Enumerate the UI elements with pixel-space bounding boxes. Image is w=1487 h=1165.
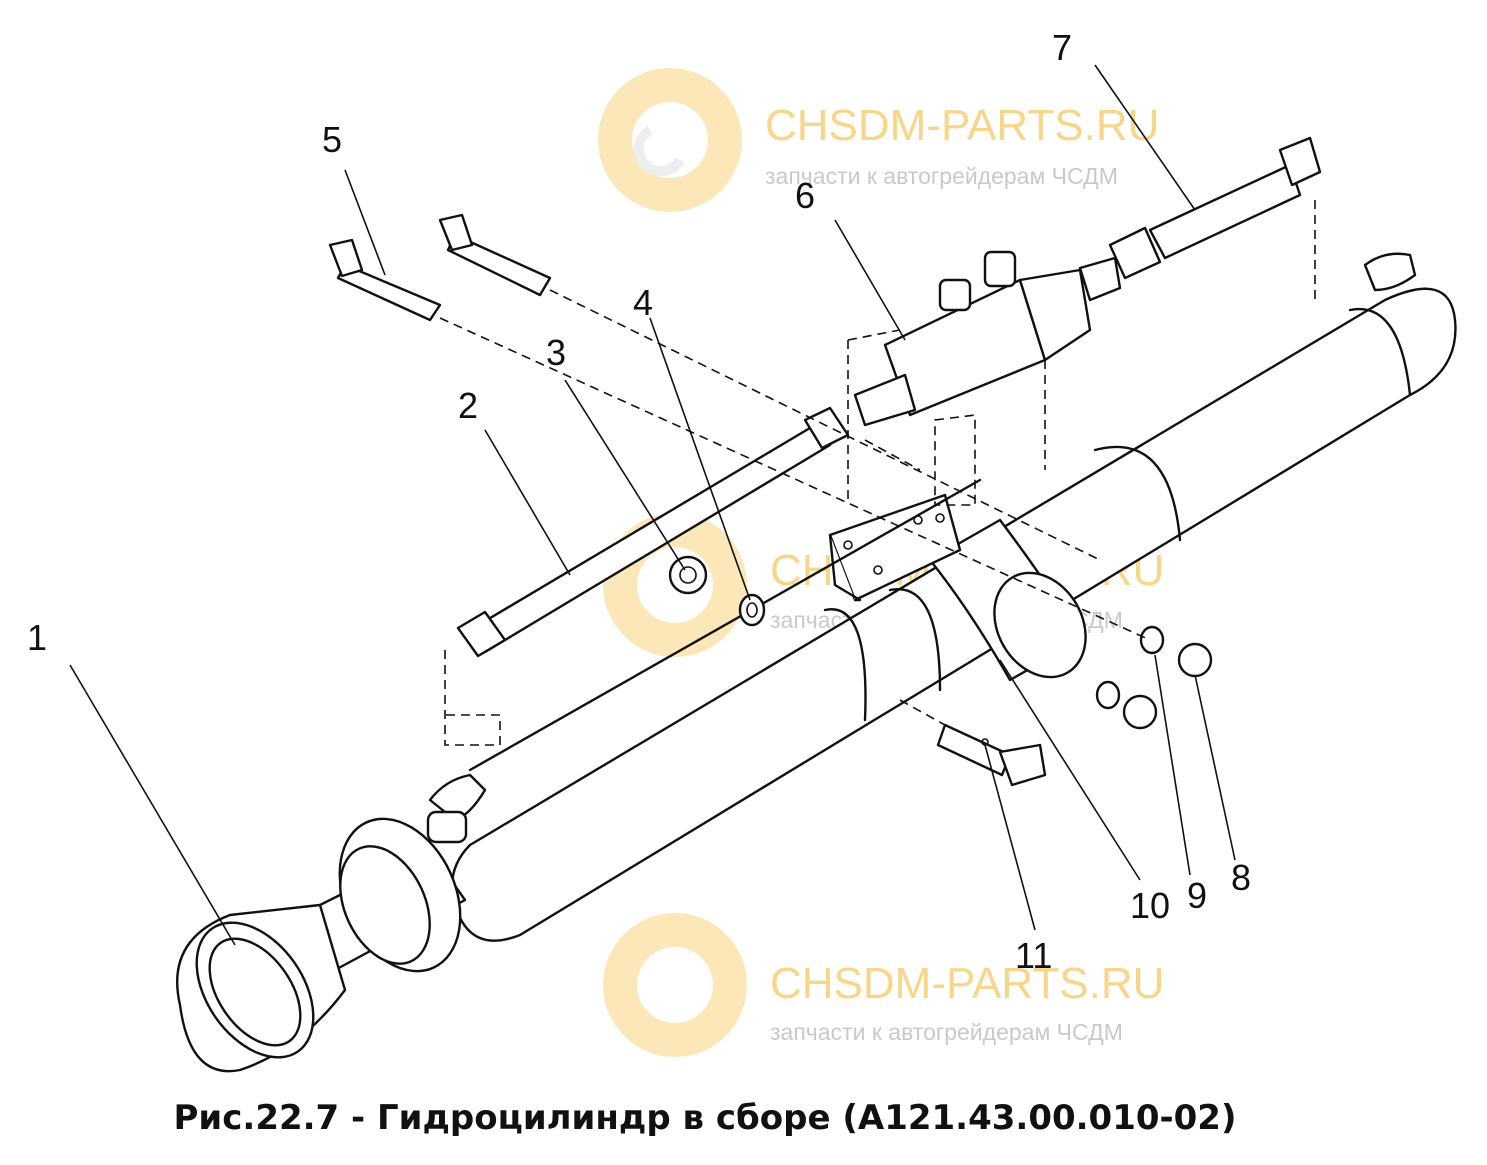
- figure-caption: Рис.22.7 - Гидроцилиндр в сборе (А121.43…: [173, 1098, 1237, 1138]
- tube-2: [456, 406, 982, 772]
- trunnion: [928, 518, 1087, 682]
- nut-3: [668, 555, 708, 595]
- callout-11: 11: [1015, 935, 1052, 976]
- callout-5: 5: [322, 119, 342, 160]
- callout-1: 1: [27, 617, 47, 658]
- callout-2: 2: [458, 385, 478, 426]
- elbow-fitting-rear: [1363, 252, 1417, 292]
- mounting-bracket: [828, 493, 962, 602]
- bolt-5-left: [328, 238, 442, 322]
- callout-7: 7: [1052, 27, 1072, 68]
- washer-9: [1095, 625, 1165, 710]
- elbow-fitting-front: [426, 773, 487, 844]
- rod-end-eye: [176, 817, 467, 1073]
- watermark-subtitle: запчасти к автогрейдерам ЧСДМ: [770, 1019, 1123, 1045]
- gear-logo-icon: [598, 68, 742, 212]
- watermark-title: CHSDM-PARTS.RU: [765, 101, 1159, 150]
- gear-logo-icon: [603, 913, 747, 1057]
- hose-7: [1108, 136, 1322, 280]
- callout-9: 9: [1187, 875, 1207, 916]
- valve-block-6: [853, 250, 1122, 427]
- bolt-5-right: [438, 213, 552, 297]
- nut-8: [1122, 642, 1213, 730]
- callout-3: 3: [546, 332, 566, 373]
- bolt-11: [936, 723, 1047, 787]
- callout-6: 6: [795, 175, 815, 216]
- callout-4: 4: [633, 282, 653, 323]
- watermark-subtitle: запчасти к автогрейдерам ЧСДМ: [765, 163, 1118, 189]
- callout-10: 10: [1130, 885, 1170, 926]
- watermark-bottom: CHSDM-PARTS.RU запчасти к автогрейдерам …: [603, 913, 1164, 1057]
- watermark-top: CHSDM-PARTS.RU запчасти к автогрейдерам …: [598, 68, 1159, 212]
- watermark-title: CHSDM-PARTS.RU: [770, 959, 1164, 1008]
- callouts: 1 2 3 4 5 6 7 8 9 10 11: [27, 27, 1251, 976]
- washer-4: [738, 593, 766, 627]
- leader-lines: [69, 64, 1236, 946]
- assembly-lines: [439, 200, 1316, 746]
- callout-8: 8: [1231, 857, 1251, 898]
